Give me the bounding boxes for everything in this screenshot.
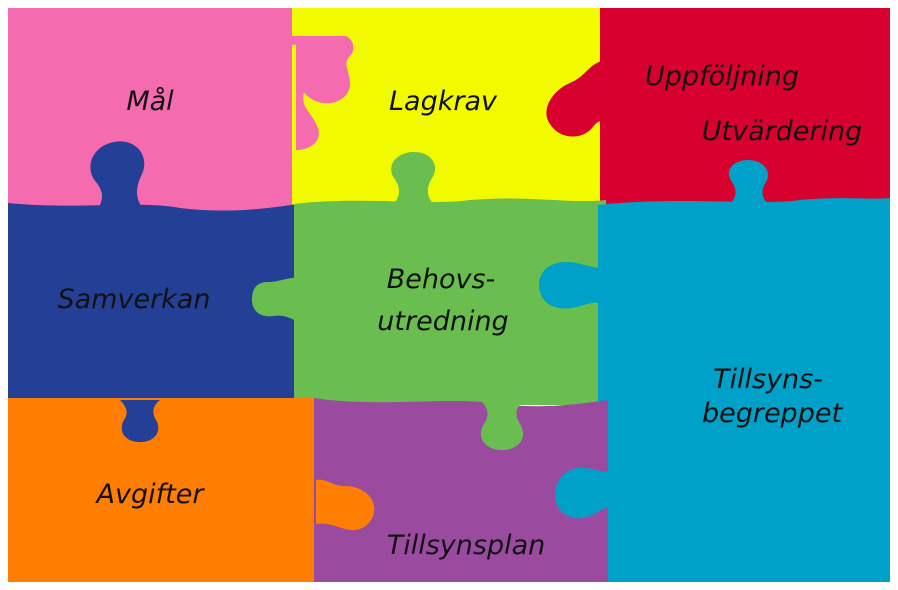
label-uppfoljning: Uppföljning: [645, 61, 799, 92]
knob-behov-left: [252, 277, 300, 322]
label-tillsyns: Tillsyns-: [713, 364, 823, 395]
label-lagkrav: Lagkrav: [389, 86, 498, 117]
knob-lagkrav-left: [300, 59, 362, 140]
knob-mal-right: [292, 36, 354, 104]
label-samverkan: Samverkan: [58, 284, 211, 315]
knob-behov-up: [391, 152, 436, 206]
piece-avgifter: [8, 398, 318, 582]
piece-tillsynsbegreppet: [598, 198, 890, 582]
piece-samverkan: [8, 203, 298, 402]
piece-behovsutredning: [294, 198, 606, 405]
knob-uppfoljning-left: [546, 60, 608, 137]
knob-tillsyn-left-top: [539, 262, 604, 309]
knob-avgifter-right: [316, 479, 375, 531]
label-begreppet: begreppet: [702, 398, 843, 429]
label-utredning: utredning: [377, 306, 508, 337]
piece-tillsynsplan: [314, 398, 608, 582]
piece-mal: [8, 8, 296, 213]
label-utvardering: Utvärdering: [702, 116, 863, 147]
label-mal: Mål: [126, 86, 174, 117]
knob-samverkan-up: [90, 141, 145, 212]
label-avgifter: Avgifter: [95, 479, 206, 510]
knob-samverkan-down: [120, 400, 160, 442]
label-behovs: Behovs-: [387, 264, 496, 295]
label-tillsynsplan: Tillsynsplan: [387, 530, 546, 561]
knob-tillsyn-up: [728, 160, 768, 204]
knob-tillsyn-left-bottom: [554, 467, 610, 519]
knob-behov-down: [480, 402, 524, 450]
